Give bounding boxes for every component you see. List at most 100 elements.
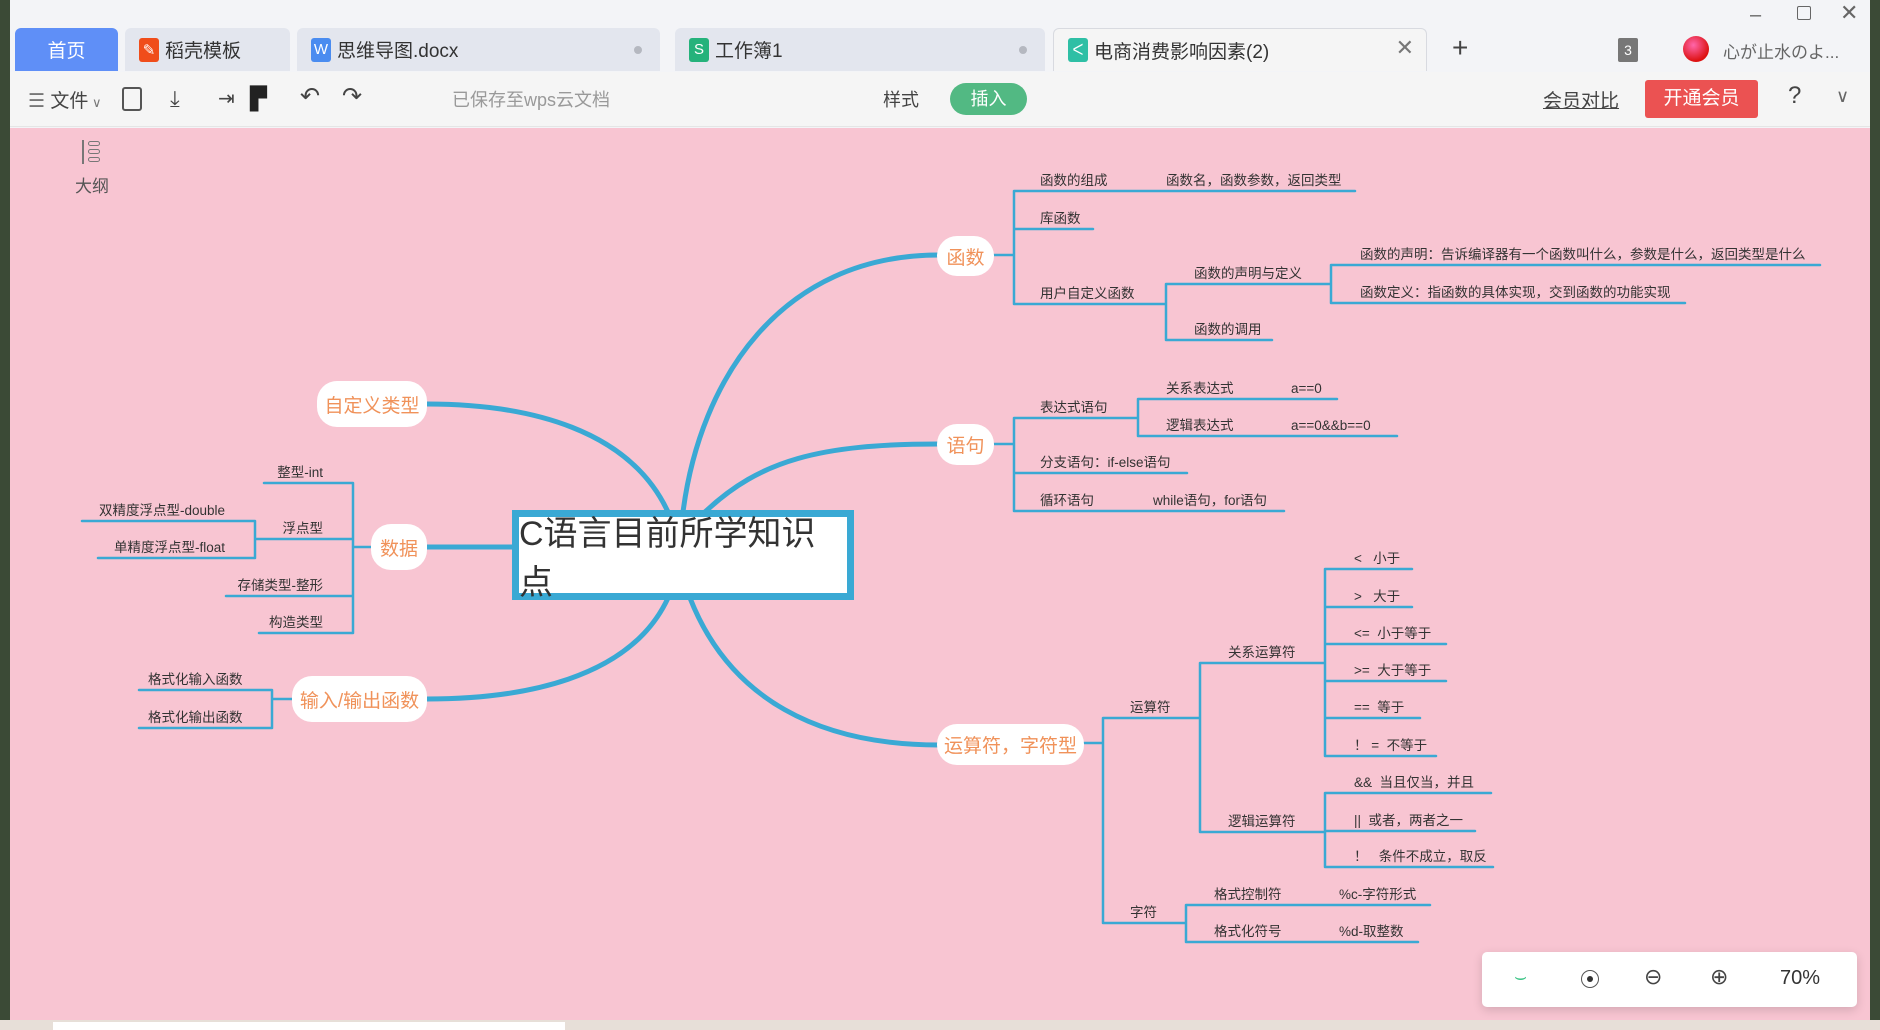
topic[interactable]: == 等于 xyxy=(1354,700,1405,715)
zoom-out-icon[interactable]: ⊖ xyxy=(1644,964,1663,989)
save-icon[interactable] xyxy=(122,87,142,111)
tab-label: 思维导图.docx xyxy=(337,41,459,62)
topic[interactable]: >= 大于等于 xyxy=(1354,663,1432,678)
unsaved-dot-icon xyxy=(634,46,642,54)
spreadsheet-icon: S xyxy=(689,37,709,62)
topic[interactable]: 整型-int xyxy=(277,465,323,480)
tab-count-badge[interactable]: 3 xyxy=(1618,38,1638,62)
topic[interactable]: ！ 条件不成立，取反 xyxy=(1354,849,1487,864)
topic[interactable]: 逻辑运算符 xyxy=(1228,814,1296,829)
outline-icon xyxy=(82,140,102,164)
topic[interactable]: > 大于 xyxy=(1354,589,1401,604)
topic[interactable]: 库函数 xyxy=(1040,211,1081,226)
topic[interactable]: 函数的调用 xyxy=(1194,322,1262,337)
topic[interactable]: 存储类型-整形 xyxy=(237,578,324,593)
topic[interactable]: 格式化符号 xyxy=(1214,924,1282,939)
node-data[interactable]: 数据 xyxy=(371,524,427,570)
topic[interactable]: 函数的声明：告诉编译器有一个函数叫什么，参数是什么，返回类型是什么 xyxy=(1360,247,1806,262)
close-tab-icon[interactable]: ✕ xyxy=(1395,35,1414,60)
topic[interactable]: 格式化输入函数 xyxy=(148,672,243,687)
tab-home[interactable]: 首页 xyxy=(15,28,118,71)
download-icon[interactable]: ⤓ xyxy=(170,86,180,111)
topic[interactable]: 函数定义：指函数的具体实现，交到函数的功能实现 xyxy=(1360,285,1671,300)
tab-mindmap-docx[interactable]: W 思维导图.docx xyxy=(297,28,660,71)
topic[interactable]: || 或者，两者之一 xyxy=(1354,813,1464,828)
topic[interactable]: 双精度浮点型-double xyxy=(98,503,225,518)
chevron-down-icon[interactable]: ∨ xyxy=(1836,86,1850,106)
topic[interactable]: 函数的组成 xyxy=(1040,173,1108,188)
topic[interactable]: while语句，for语句 xyxy=(1153,493,1268,508)
tab-label: 首页 xyxy=(47,41,86,62)
topic[interactable]: 函数名，函数参数，返回类型 xyxy=(1166,173,1342,188)
topic[interactable]: 构造类型 xyxy=(269,615,323,630)
undo-icon[interactable]: ↶ xyxy=(300,83,321,110)
topic[interactable]: %c-字符形式 xyxy=(1339,887,1417,902)
new-tab-button[interactable]: + xyxy=(1452,32,1469,63)
topic[interactable]: 浮点型 xyxy=(282,521,324,536)
format-painter-icon[interactable]: ▛ xyxy=(250,86,267,111)
tab-label: 电商消费影响因素(2) xyxy=(1094,41,1270,63)
mindmap-canvas[interactable]: 大纲 C语言目前所学知识点 函数 语句 运算符，字符型 自定义类型 数据 输入/… xyxy=(10,128,1870,1020)
topic[interactable]: 表达式语句 xyxy=(1040,400,1108,415)
topic[interactable]: 运算符 xyxy=(1130,700,1171,715)
topic[interactable]: %d-取整数 xyxy=(1339,924,1404,939)
root-node[interactable]: C语言目前所学知识点 xyxy=(512,510,854,602)
zoom-in-icon[interactable]: ⊕ xyxy=(1710,964,1729,989)
topic[interactable]: 关系运算符 xyxy=(1228,645,1296,660)
user-name[interactable]: 心が止水のよ... xyxy=(1723,43,1840,62)
chevron-down-icon: ∨ xyxy=(88,95,102,110)
mindmap-connectors xyxy=(80,189,1822,944)
topic[interactable]: a==0&&b==0 xyxy=(1291,418,1371,433)
node-functions[interactable]: 函数 xyxy=(937,236,994,276)
maximize-button[interactable] xyxy=(1797,6,1811,20)
unsaved-dot-icon xyxy=(1019,46,1027,54)
outline-label: 大纲 xyxy=(75,177,109,196)
docer-icon: ✎ xyxy=(139,37,159,62)
toolbar: ☰ 文件 ∨ ⤓ ⇥ ▛ ↶ ↷ 已保存至wps云文档 样式 插入 会员对比 开… xyxy=(10,72,1870,127)
topic[interactable]: 字符 xyxy=(1130,905,1157,920)
open-vip-button[interactable]: 开通会员 xyxy=(1645,80,1758,118)
topic[interactable]: 函数的声明与定义 xyxy=(1194,266,1302,281)
close-window-button[interactable]: ✕ xyxy=(1840,0,1859,25)
node-io[interactable]: 输入/输出函数 xyxy=(292,676,427,722)
avatar[interactable] xyxy=(1683,36,1709,62)
help-icon[interactable]: ? xyxy=(1788,82,1802,109)
topic[interactable]: 分支语句：if-else语句 xyxy=(1040,455,1171,470)
topic[interactable]: a==0 xyxy=(1291,381,1322,396)
file-menu[interactable]: ☰ 文件 ∨ xyxy=(28,86,101,113)
node-statements[interactable]: 语句 xyxy=(937,424,994,465)
topic[interactable]: && 当且仅当，并且 xyxy=(1354,775,1475,790)
node-operators[interactable]: 运算符，字符型 xyxy=(937,724,1084,765)
locate-center-icon[interactable] xyxy=(1581,970,1599,988)
topic[interactable]: < 小于 xyxy=(1354,551,1401,566)
save-status: 已保存至wps云文档 xyxy=(452,90,611,110)
word-icon: W xyxy=(311,37,331,62)
topic[interactable]: 用户自定义函数 xyxy=(1040,286,1135,301)
eye-closed-icon[interactable]: ⌣ xyxy=(1514,966,1528,988)
topic[interactable]: 格式控制符 xyxy=(1214,887,1282,902)
minimize-button[interactable]: – xyxy=(1750,4,1762,26)
topic[interactable]: 关系表达式 xyxy=(1166,381,1234,396)
topic[interactable]: 循环语句 xyxy=(1040,493,1094,508)
style-tab[interactable]: 样式 xyxy=(883,90,919,110)
node-custom-types[interactable]: 自定义类型 xyxy=(317,381,427,427)
topic[interactable]: 格式化输出函数 xyxy=(148,710,243,725)
topic[interactable]: 单精度浮点型-float xyxy=(113,540,225,555)
outline-button[interactable]: 大纲 xyxy=(62,140,122,197)
topic[interactable]: ！ = 不等于 xyxy=(1354,738,1428,753)
redo-icon[interactable]: ↷ xyxy=(342,83,363,110)
topic[interactable]: 逻辑表达式 xyxy=(1166,418,1234,433)
insert-tab[interactable]: 插入 xyxy=(950,83,1027,115)
taskbar xyxy=(0,1020,1880,1030)
file-label: 文件 xyxy=(50,91,89,112)
export-icon[interactable]: ⇥ xyxy=(218,88,235,110)
zoom-level[interactable]: 70% xyxy=(1780,967,1821,989)
topic[interactable]: <= 小于等于 xyxy=(1354,626,1432,641)
tab-docer-templates[interactable]: ✎稻壳模板 xyxy=(125,28,290,71)
taskbar-item[interactable] xyxy=(53,1022,565,1030)
member-compare-link[interactable]: 会员对比 xyxy=(1543,91,1620,112)
mindmap-nodes: C语言目前所学知识点 函数 语句 运算符，字符型 自定义类型 数据 输入/输出函… xyxy=(10,128,1870,1020)
